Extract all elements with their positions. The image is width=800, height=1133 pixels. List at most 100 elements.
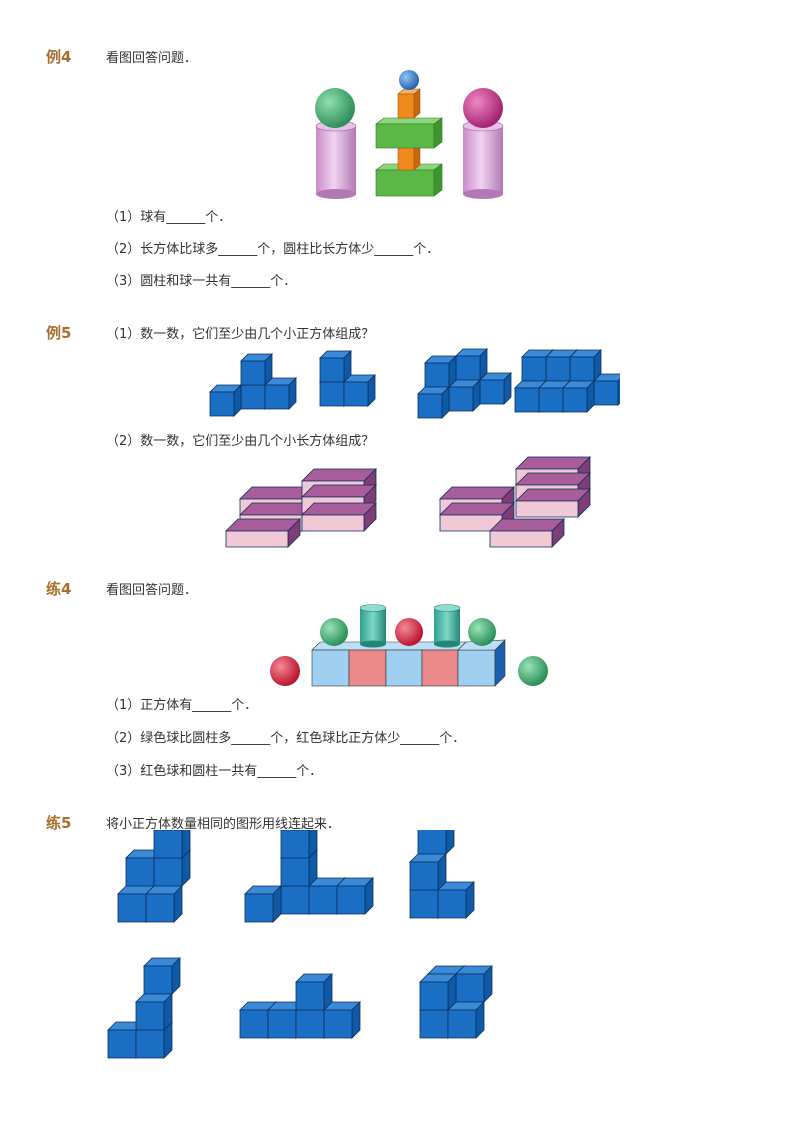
cube-front bbox=[593, 380, 619, 406]
practice-5-prompt: 将小正方体数量相同的图形用线连起来． bbox=[106, 817, 341, 832]
slab-top bbox=[515, 488, 591, 502]
ball-blue bbox=[399, 70, 419, 90]
slab-top bbox=[225, 518, 301, 532]
example-5-tag: 例5 bbox=[46, 324, 72, 342]
cube-front bbox=[295, 1009, 325, 1039]
cube-front bbox=[417, 830, 447, 855]
cube-front bbox=[295, 981, 325, 1011]
example-4-q3: （3）圆柱和球一共有______个． bbox=[106, 274, 297, 289]
slab-top bbox=[515, 472, 591, 486]
cube-front bbox=[125, 857, 155, 887]
cube-front bbox=[319, 357, 345, 383]
cube-front bbox=[479, 379, 505, 405]
example-4-prompt: 看图回答问题． bbox=[106, 51, 198, 66]
cube-front bbox=[545, 356, 571, 382]
example-5-cube-figures bbox=[200, 342, 620, 422]
cube-front bbox=[145, 893, 175, 923]
cube-front bbox=[319, 381, 345, 407]
cube-front bbox=[521, 356, 547, 382]
cube-front bbox=[343, 381, 369, 407]
slab-top bbox=[489, 518, 565, 532]
practice-4-q3: （3）红色球和圆柱一共有______个． bbox=[106, 764, 323, 779]
cube-front bbox=[107, 1029, 137, 1059]
cylinder-right bbox=[462, 120, 504, 199]
ball-green-1 bbox=[320, 618, 348, 646]
slab-top bbox=[439, 502, 515, 516]
cube-front bbox=[409, 889, 439, 919]
example-4-q1: （1）球有______个． bbox=[106, 210, 232, 225]
cube-front bbox=[153, 830, 183, 859]
cube-side bbox=[445, 830, 455, 855]
cube-front bbox=[437, 889, 467, 919]
cube-front bbox=[240, 360, 266, 386]
slab-top bbox=[301, 502, 377, 516]
cube-front bbox=[280, 885, 310, 915]
cube-front bbox=[135, 1001, 165, 1031]
cube-front bbox=[419, 1009, 449, 1039]
cube-front bbox=[267, 1009, 297, 1039]
cube-front bbox=[280, 830, 310, 859]
cylinder-left bbox=[315, 120, 357, 199]
cube-front bbox=[455, 355, 481, 381]
slab-front bbox=[301, 514, 365, 532]
example-4-figure bbox=[300, 68, 510, 200]
cube-5 bbox=[457, 649, 496, 687]
cube-front bbox=[417, 393, 443, 419]
practice-5-tag: 练5 bbox=[46, 814, 72, 832]
cube-4 bbox=[421, 649, 459, 687]
ball-green bbox=[315, 88, 355, 128]
cube-front bbox=[209, 391, 235, 417]
ball-magenta bbox=[463, 88, 503, 128]
cube-front bbox=[240, 384, 266, 410]
slab-top bbox=[301, 484, 377, 498]
cube-front bbox=[562, 387, 588, 413]
cube-front bbox=[239, 1009, 269, 1039]
cube-front bbox=[424, 362, 450, 388]
slab-front bbox=[225, 530, 289, 548]
cube-1 bbox=[311, 649, 350, 687]
cylinder-2 bbox=[433, 604, 461, 648]
tower bbox=[375, 70, 443, 197]
cube-3 bbox=[385, 649, 423, 687]
practice-5-cube-figures bbox=[100, 830, 520, 1070]
example-4-q2: （2）长方体比球多______个，圆柱比长方体少______个． bbox=[106, 242, 440, 257]
cube-front bbox=[308, 885, 338, 915]
ball-red-1 bbox=[395, 618, 423, 646]
cube-front bbox=[447, 1009, 477, 1039]
cube-front bbox=[569, 356, 595, 382]
cube-front bbox=[455, 973, 485, 1003]
slab-top bbox=[439, 486, 515, 500]
cube-front bbox=[336, 885, 366, 915]
cube-front bbox=[538, 387, 564, 413]
example-5-q2: （2）数一数，它们至少由几个小长方体组成？ bbox=[106, 434, 375, 449]
cube-front bbox=[280, 857, 310, 887]
cube-front bbox=[117, 893, 147, 923]
cube-2 bbox=[348, 649, 387, 687]
ball-green-2 bbox=[468, 618, 496, 646]
example-4-tag: 例4 bbox=[46, 48, 72, 66]
practice-4-prompt: 看图回答问题． bbox=[106, 583, 198, 598]
practice-4-q2: （2）绿色球比圆柱多______个，红色球比正方体少______个． bbox=[106, 731, 466, 746]
cube-front bbox=[153, 857, 183, 887]
cube-front bbox=[448, 386, 474, 412]
practice-4-q1: （1）正方体有______个． bbox=[106, 698, 258, 713]
cube-front bbox=[244, 893, 274, 923]
cylinder-1 bbox=[359, 604, 387, 648]
cube-front bbox=[514, 387, 540, 413]
cube-front bbox=[323, 1009, 353, 1039]
cube-front bbox=[419, 981, 449, 1011]
example-5-q1: （1）数一数，它们至少由几个小正方体组成？ bbox=[106, 327, 375, 342]
ball-red-2 bbox=[270, 656, 300, 686]
slab-front bbox=[489, 530, 553, 548]
ball-green-3 bbox=[518, 656, 548, 686]
cube-front bbox=[264, 384, 290, 410]
slab-top bbox=[301, 468, 377, 482]
slab-front bbox=[515, 500, 579, 518]
cube-front bbox=[143, 965, 173, 995]
slab-top bbox=[515, 456, 591, 470]
cube-front bbox=[135, 1029, 165, 1059]
practice-4-tag: 练4 bbox=[46, 580, 72, 598]
cube-front bbox=[409, 861, 439, 891]
example-5-slab-figures bbox=[220, 455, 610, 555]
practice-4-figure bbox=[268, 600, 558, 692]
